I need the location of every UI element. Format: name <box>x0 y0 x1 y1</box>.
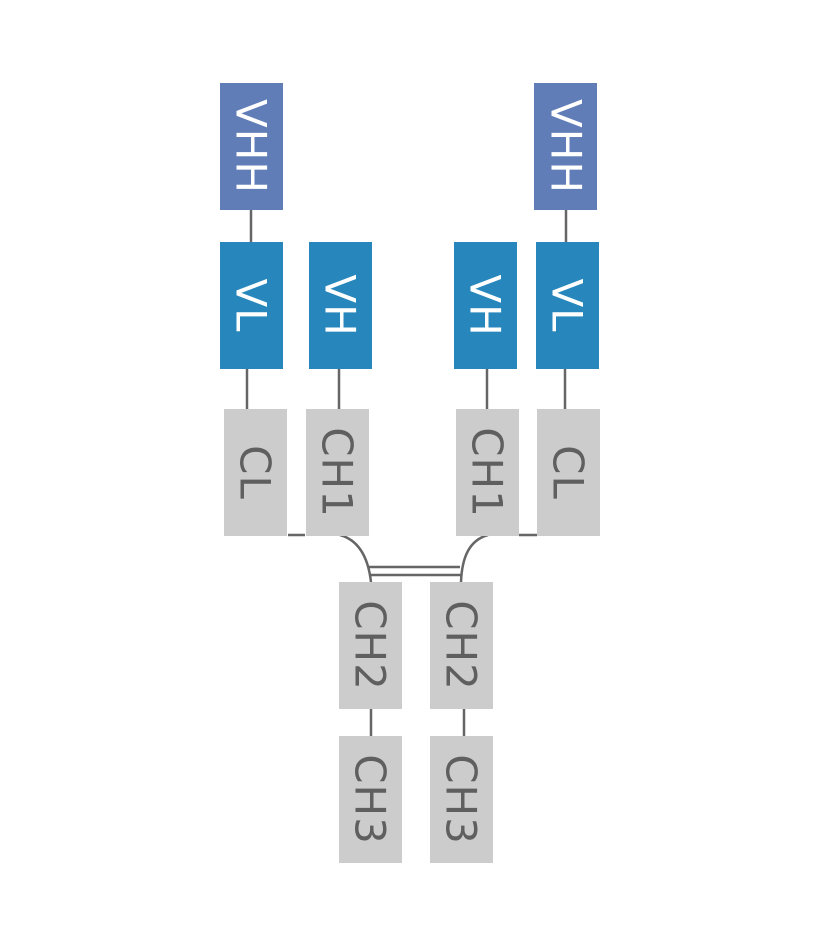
domain-label: VHH <box>227 99 276 194</box>
domain-label: CH3 <box>437 754 486 845</box>
domain-left-vh: VH <box>309 242 372 369</box>
domain-box <box>309 242 372 369</box>
domain-right-vl: VL <box>536 242 599 369</box>
domain-label: VL <box>227 278 276 332</box>
domain-label: CH2 <box>437 600 486 691</box>
domain-box <box>536 242 599 369</box>
domain-box <box>224 409 287 536</box>
connectors <box>245 208 568 737</box>
domain-box <box>430 582 493 709</box>
domain-right-ch2: CH2 <box>430 582 493 709</box>
domain-label: VL <box>543 278 592 332</box>
domain-left-ch1: CH1 <box>306 409 369 536</box>
domain-left-cl: CL <box>224 409 287 536</box>
domain-label: VH <box>316 274 365 336</box>
domain-box <box>306 409 369 536</box>
domain-box <box>220 242 283 369</box>
domain-label: CH1 <box>313 427 362 518</box>
domain-box <box>220 83 283 210</box>
domain-label: CL <box>544 445 593 500</box>
domain-label: VH <box>461 274 510 336</box>
domain-right-cl: CL <box>537 409 600 536</box>
domain-box <box>339 582 402 709</box>
domain-box <box>430 736 493 863</box>
domain-right-vh: VH <box>454 242 517 369</box>
hinge-right <box>459 533 489 583</box>
domain-right-vhh: VHH <box>534 83 597 210</box>
domain-box <box>456 409 519 536</box>
domain-box <box>339 736 402 863</box>
domain-label: CL <box>231 445 280 500</box>
domain-box <box>534 83 597 210</box>
domain-right-ch1: CH1 <box>456 409 519 536</box>
domain-right-ch3: CH3 <box>430 736 493 863</box>
domain-label: VHH <box>542 99 591 194</box>
domain-box <box>454 242 517 369</box>
domain-left-ch2: CH2 <box>339 582 402 709</box>
domain-left-vhh: VHH <box>220 83 283 210</box>
domain-box <box>537 409 600 536</box>
domain-left-ch3: CH3 <box>339 736 402 863</box>
domain-left-vl: VL <box>220 242 283 369</box>
domain-label: CH1 <box>463 427 512 518</box>
domain-label: CH2 <box>346 600 395 691</box>
domain-label: CH3 <box>346 754 395 845</box>
hinge-left <box>339 533 373 583</box>
